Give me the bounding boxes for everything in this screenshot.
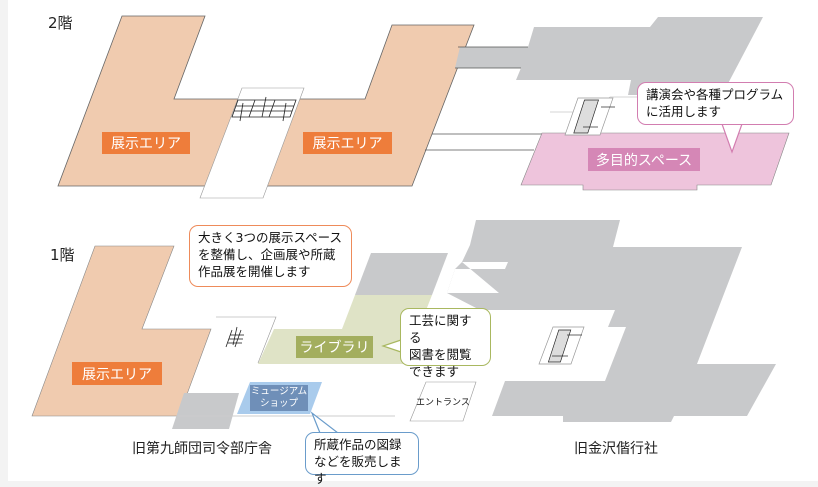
1f-shop-callout: 所蔵作品の図録 などを販売します (305, 432, 419, 486)
shop-label-line: ショップ (259, 398, 298, 409)
shop-label-line: ミュージアム (250, 386, 308, 397)
floor-2-title: 2階 (48, 14, 73, 32)
2f-gray-block (455, 17, 763, 95)
building-left-name: 旧第九師団司令部庁舎 (132, 441, 272, 457)
floor-1-title: 1階 (50, 246, 75, 264)
callout-line: などを販売します (314, 454, 402, 486)
1f-right-stairs-icon (538, 326, 585, 365)
callout-line: 図書を閲覧 (409, 347, 472, 362)
2f-stairs-icon (231, 96, 297, 122)
building-right-name: 旧金沢偕行社 (574, 441, 658, 457)
callout-line: に活用します (646, 104, 722, 119)
2f-multipurpose-label: 多目的スペース (588, 148, 700, 171)
callout-line: 作品展を開催します (198, 264, 311, 279)
2f-exhibit-label-right: 展示エリア (303, 132, 392, 154)
1f-exhibit-callout: 大きく3つの展示スペース を整備し、企画展や所蔵 作品展を開催します (189, 225, 352, 287)
callout-line: できます (409, 364, 460, 379)
2f-right-stairs-icon (564, 97, 615, 136)
callout-line: 講演会や各種プログラム (646, 87, 784, 102)
1f-left-stairs-icon (225, 326, 244, 348)
1f-library-label: ライブラリ (296, 336, 373, 358)
1f-library-callout: 工芸に関する 図書を閲覧 できます (400, 308, 491, 379)
callout-line: 所蔵作品の図録 (314, 437, 402, 452)
callout-line: 大きく3つの展示スペース (198, 230, 342, 245)
1f-gray-above-library (355, 253, 448, 295)
1f-shop-label: ミュージアム ショップ (250, 385, 308, 411)
2f-callout: 講演会や各種プログラム に活用します (637, 82, 794, 125)
2f-exhibit-label-left: 展示エリア (102, 132, 190, 154)
1f-exhibit-label: 展示エリア (72, 362, 162, 385)
1f-entrance (409, 381, 477, 422)
1f-gray-left (172, 393, 239, 429)
1f-entrance-label: エントランス (416, 398, 470, 408)
callout-line: を整備し、企画展や所蔵 (198, 247, 336, 262)
callout-line: 工芸に関する (409, 313, 472, 345)
1f-exhibit-area (31, 245, 212, 417)
